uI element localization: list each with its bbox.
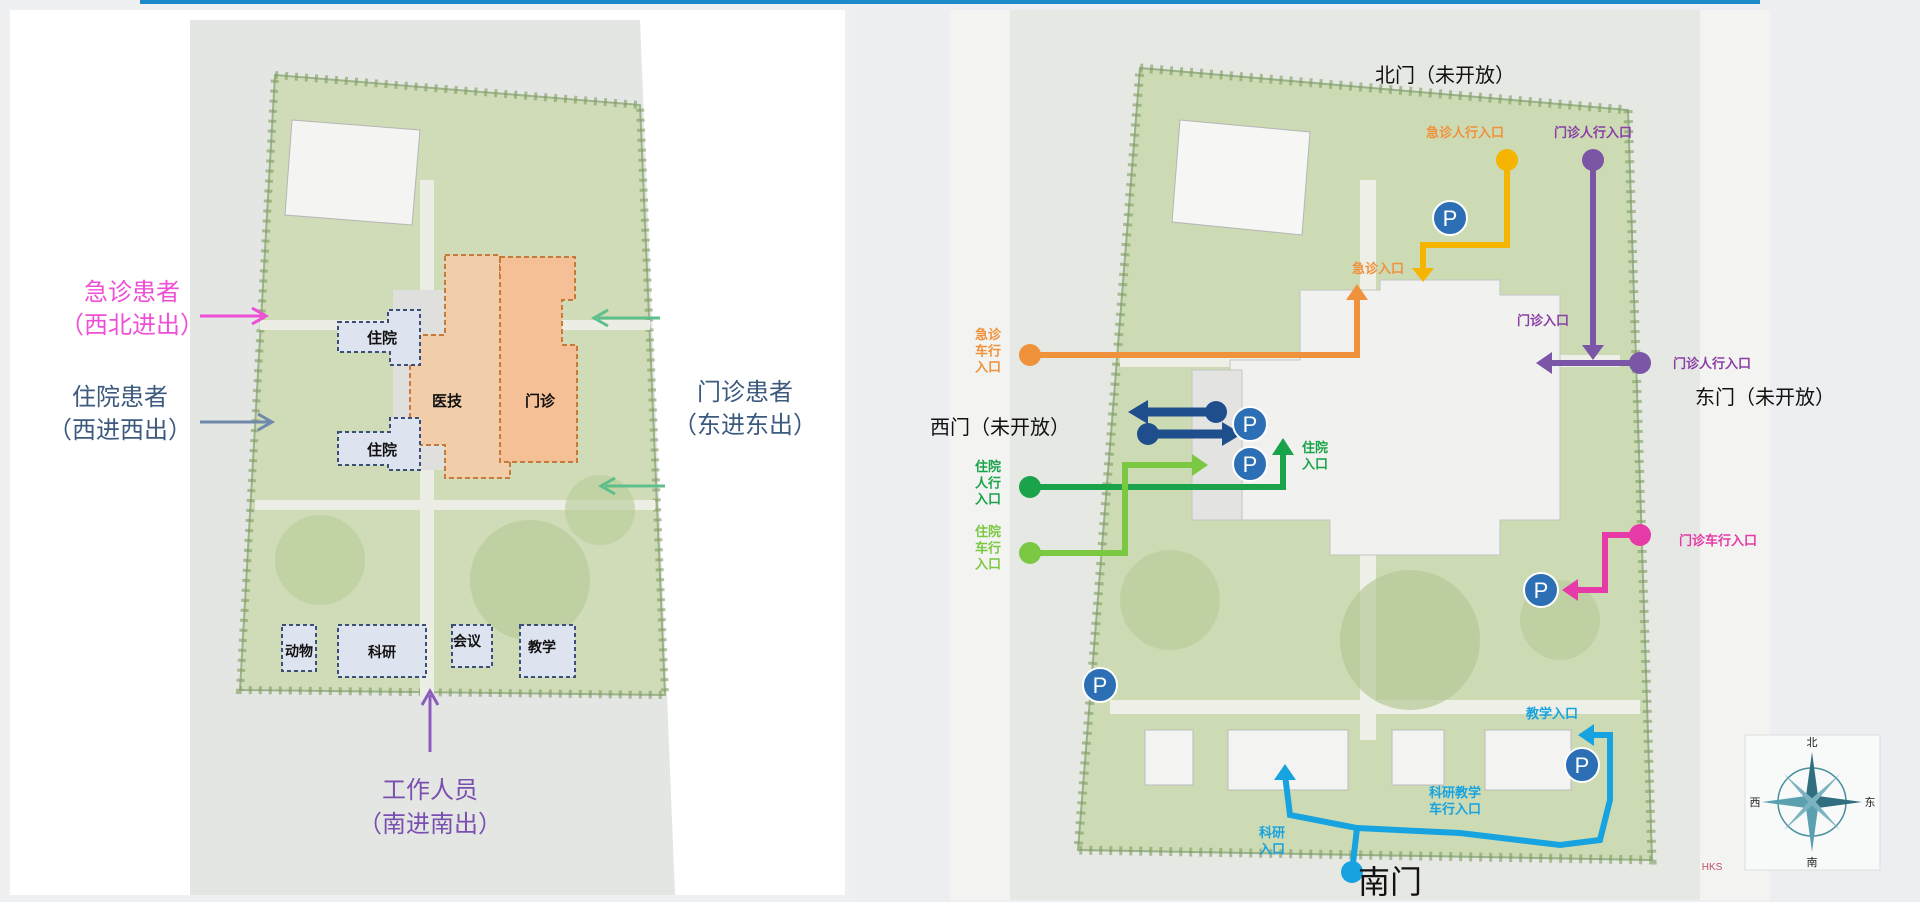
op-vehicle-route [1562,524,1651,601]
svg-text:P: P [1243,412,1258,437]
inpatient-north-label: 住院 [367,329,397,347]
op-ped-east-route [1536,352,1651,374]
teaching-entry-label: 教学入口 [1525,706,1578,721]
medtech-building [409,254,511,479]
er-vehicle-label: 急诊车行入口 [975,327,1002,375]
svg-text:P: P [1243,452,1258,477]
op-ped-north-route [1582,149,1604,360]
west-gate-route [1128,400,1242,446]
er-entry-label: 急诊入口 [1352,261,1404,276]
compass-north: 北 [1807,736,1818,749]
svg-text:P: P [1093,673,1108,698]
svg-text:P: P [1534,578,1549,603]
inpatient-patient-arrow [200,412,276,432]
north-gate-label: 北门（未开放） [1375,64,1515,87]
er-vehicle-route [1019,284,1368,366]
inpatient-vehicle-route [1019,454,1208,564]
inpatient-ped-label: 住院人行入口 [975,459,1001,507]
animal-label: 动物 [285,643,313,660]
label-line: 车行入口 [1429,801,1481,816]
research-label: 科研 [368,644,396,661]
label-line: 入口 [1302,456,1328,471]
west-gate-label: 西门（未开放） [930,416,1070,439]
hks-logo: HKS [1702,862,1723,873]
research-teaching-vehicle-label: 科研教学车行入口 [1429,785,1481,816]
label-line: 住院 [1302,440,1328,455]
outpatient-label: 门诊 [525,392,556,410]
top-accent-bar [140,0,1760,4]
label-line: 科研教学 [1429,785,1481,800]
parking-marker-3: P [1232,446,1268,482]
parking-marker-2: P [1232,406,1268,442]
label-line: 住院 [975,459,1001,474]
label-line: 人行 [975,475,1001,490]
compass-west: 西 [1750,797,1761,809]
inpatient-south-label: 住院 [367,441,397,459]
svg-text:P: P [1575,753,1590,778]
label-line: 入口 [975,557,1001,572]
label-line: 住院 [975,524,1001,539]
op-vehicle-label: 门诊车行入口 [1679,533,1757,548]
medtech-label: 医技 [432,392,463,410]
teaching-building [519,624,576,678]
staff-arrow [420,687,440,752]
outpatient-building [499,256,578,463]
svg-text:P: P [1443,206,1458,231]
inpatient-entry-label: 住院入口 [1302,440,1328,471]
research-entry-label: 科研入口 [1259,825,1285,856]
inpatient-vehicle-label: 住院车行入口 [975,524,1001,572]
inpatient-south-building [337,417,421,471]
inpatient-ped-route [1019,438,1294,498]
compass-east: 东 [1865,796,1876,809]
er-ped-label: 急诊人行入口 [1426,125,1504,140]
animal-building [281,624,317,672]
parking-marker-1: P [1432,200,1468,236]
staff-route [1274,724,1613,883]
label-line: 入口 [975,360,1001,375]
op-ped-east-label: 门诊人行入口 [1673,356,1751,371]
parking-marker-6: P [1564,747,1600,783]
er-patient-label: 急诊患者 [84,279,180,306]
op-ped-north-label: 门诊人行入口 [1554,125,1632,140]
label-line: 急诊 [975,327,1002,342]
label-line: 入口 [1259,841,1285,856]
op-entry-label: 门诊入口 [1517,313,1569,328]
inpatient-patient-route: （西进西出） [48,417,192,444]
outpatient-patient-label: 门诊患者 [697,379,793,406]
label-line: 车行 [975,540,1001,555]
teaching-label: 教学 [528,639,556,656]
parking-marker-4: P [1523,572,1559,608]
label-line: 入口 [975,492,1001,507]
parking-marker-5: P [1082,667,1118,703]
outpatient-patient-arrow-top [590,308,660,328]
compass-south: 南 [1807,856,1818,869]
label-line: 车行 [975,343,1001,358]
main-hospital-block [1229,279,1561,556]
outpatient-patient-arrow-bottom [597,476,665,496]
label-line: 科研 [1259,825,1285,840]
er-ped-route [1412,149,1518,282]
er-patient-route: （西北进出） [60,312,204,339]
staff-label: 工作人员 [382,777,478,804]
meeting-building [451,624,493,668]
inpatient-patient-label: 住院患者 [72,384,168,411]
outpatient-patient-route: （东进东出） [673,412,817,439]
meeting-label: 会议 [453,633,482,650]
research-building [337,624,427,678]
east-gate-label: 东门（未开放） [1695,386,1835,409]
staff-route: （南进南出） [358,811,502,838]
er-patient-arrow [200,306,270,326]
south-gate-label: 南门 [1358,864,1422,900]
inpatient-north-building [337,309,421,366]
compass-rose: 北 南 西 东 [1744,734,1881,871]
